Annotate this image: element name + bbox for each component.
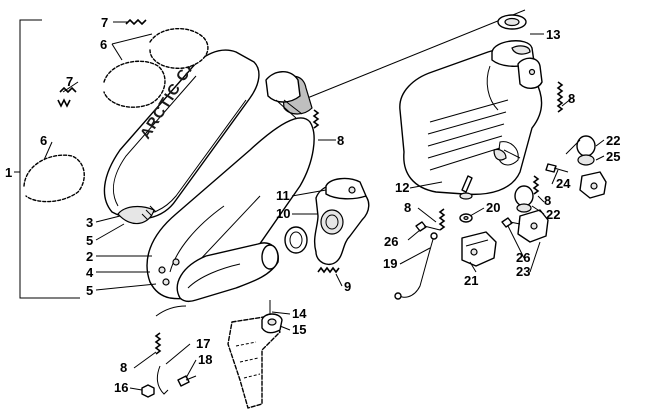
clamp-ring-top [149, 27, 209, 69]
callout-7-top: 7 [101, 15, 108, 30]
gasket-ring [284, 226, 308, 254]
callout-23: 23 [516, 264, 530, 279]
callout-26-left: 26 [384, 234, 398, 249]
callout-8-mid: 8 [544, 193, 551, 208]
bolt-26-right [501, 217, 521, 228]
bolt-24 [545, 163, 569, 173]
silencer [146, 71, 315, 303]
callout-5-lower: 5 [86, 283, 93, 298]
clamp-ring-middle [103, 60, 166, 108]
exhaust-flange [313, 177, 370, 266]
callout-2: 2 [86, 249, 93, 264]
callout-14: 14 [292, 306, 307, 321]
bolt-18 [177, 375, 197, 387]
spring-8-bottom [154, 332, 162, 355]
callout-25: 25 [606, 149, 620, 164]
spring-8-mid [532, 175, 540, 195]
callout-8-bottom: 8 [120, 360, 127, 375]
spring-9 [317, 266, 340, 274]
callout-19: 19 [383, 256, 397, 271]
clip-17 [156, 365, 169, 395]
callout-8-upper: 8 [337, 133, 344, 148]
callout-9: 9 [344, 279, 351, 294]
grommet-15 [261, 313, 283, 334]
spring-7-middle [57, 86, 77, 108]
callout-4: 4 [86, 265, 94, 280]
isolator-22-right [576, 135, 596, 166]
callout-10: 10 [276, 206, 290, 221]
callout-20: 20 [486, 200, 500, 215]
resonator [399, 40, 543, 196]
cable-19 [394, 232, 438, 300]
callout-16: 16 [114, 380, 128, 395]
callouts: 1 2 3 4 5 5 6 6 7 7 8 8 8 8 8 9 10 11 12… [5, 15, 620, 395]
isolator-22-left [514, 185, 534, 213]
callout-8-center: 8 [404, 200, 411, 215]
spring-8-center [438, 208, 446, 231]
callout-7-middle: 7 [66, 74, 73, 89]
nut-16 [141, 384, 155, 398]
callout-22-right: 22 [606, 133, 620, 148]
spring-8-upper [312, 109, 320, 129]
callout-22-left: 22 [546, 207, 560, 222]
callout-12: 12 [395, 180, 409, 195]
callout-6-top: 6 [100, 37, 107, 52]
callout-21: 21 [464, 273, 478, 288]
spring-8-right [556, 81, 564, 113]
spring-7-top [125, 18, 147, 26]
mount-bracket-21 [461, 231, 497, 267]
callout-8-right: 8 [568, 91, 575, 106]
callout-11: 11 [276, 188, 290, 203]
callout-18: 18 [198, 352, 212, 367]
assembly-bracket [19, 19, 80, 299]
callout-6-lower: 6 [40, 133, 47, 148]
clamp-ring-lower [23, 154, 85, 203]
washer-20 [459, 213, 473, 223]
callout-26-right: 26 [516, 250, 530, 265]
mount-bracket-23 [517, 209, 549, 243]
callout-13: 13 [546, 27, 560, 42]
callout-5-upper: 5 [86, 233, 93, 248]
leader-lines [43, 21, 605, 391]
callout-17: 17 [196, 336, 210, 351]
callout-1: 1 [5, 165, 12, 180]
callout-3: 3 [86, 215, 93, 230]
bolt-26-left [415, 221, 441, 232]
grommet-13 [497, 14, 527, 30]
mount-bracket-25 [579, 171, 607, 199]
stud-12 [459, 175, 473, 200]
callout-15: 15 [292, 322, 306, 337]
callout-24: 24 [556, 176, 571, 191]
